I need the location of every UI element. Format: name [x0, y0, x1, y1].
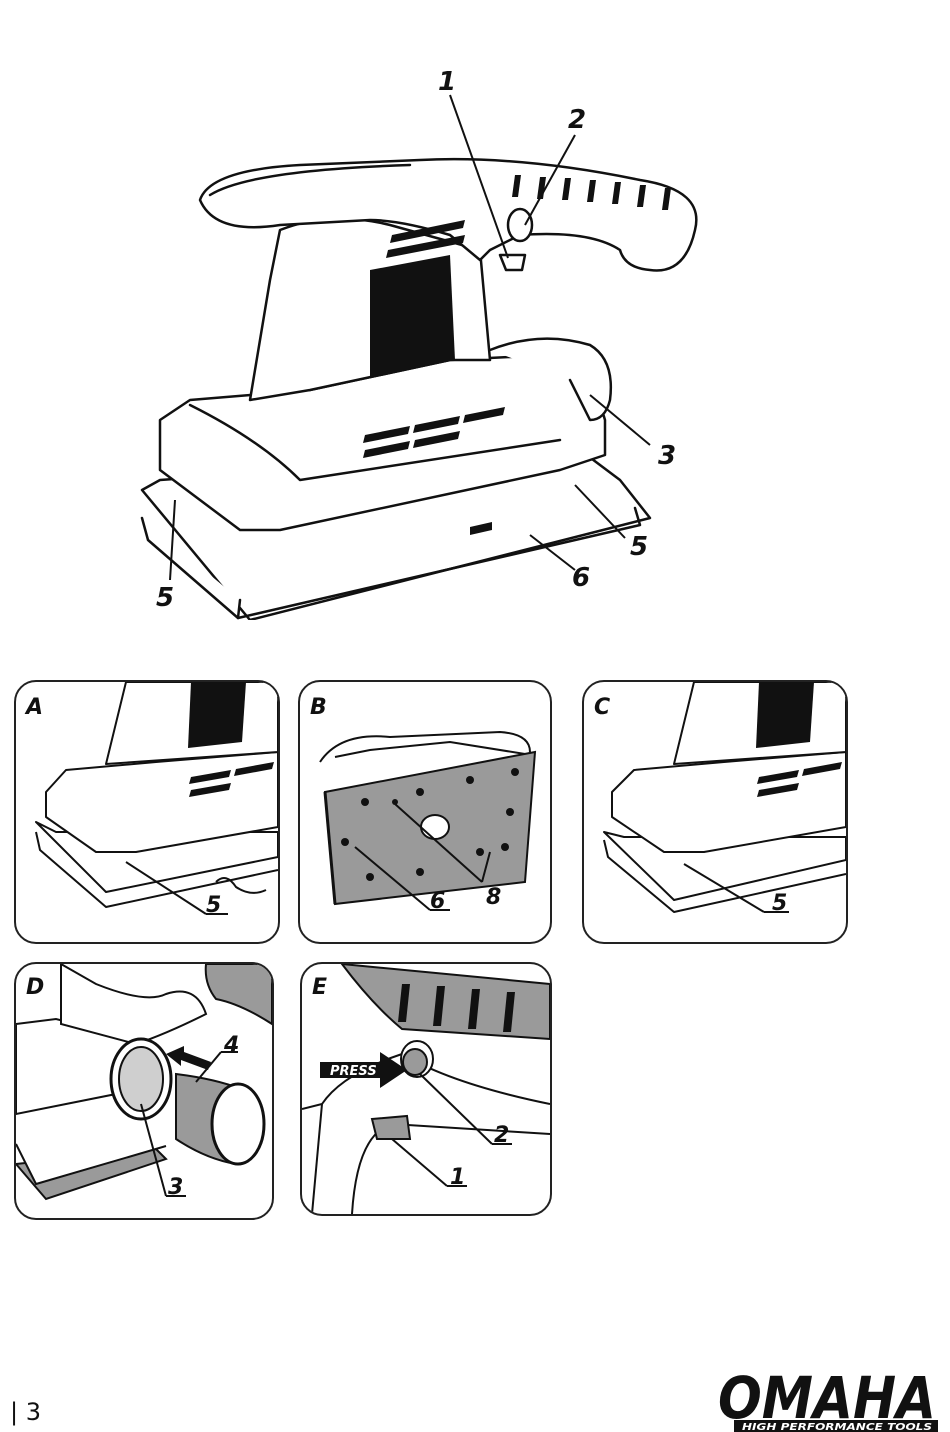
- panel-letter-e: E: [312, 975, 327, 1000]
- panel-letter-a: A: [24, 695, 43, 720]
- callout-clamp-front: 5: [630, 532, 648, 562]
- callout-lock-button: 2: [568, 105, 586, 135]
- panel-a: A 5: [14, 680, 280, 944]
- panel-c: C 5: [582, 680, 848, 944]
- callout-switch: 1: [438, 67, 456, 97]
- press-label: PRESS: [330, 1064, 377, 1079]
- panel-b: B 6 8: [298, 680, 552, 944]
- panel-d-callout-4: 4: [223, 1033, 239, 1058]
- panel-c-callout-5: 5: [772, 891, 787, 916]
- callout-sanding-pad: 6: [572, 563, 590, 593]
- callout-clamp-rear: 5: [156, 583, 174, 613]
- panel-e-callout-2: 2: [494, 1123, 509, 1148]
- panel-b-callout-6: 6: [430, 889, 445, 914]
- panel-letter-c: C: [594, 695, 610, 720]
- panel-d: D 3 4: [14, 962, 274, 1220]
- panel-e: PRESS E 2 1: [300, 962, 552, 1216]
- panel-letter-d: D: [26, 975, 44, 1000]
- sander-main-illustration: 1 2 3 5 5 6: [120, 60, 710, 620]
- panel-letter-b: B: [310, 695, 327, 720]
- panel-a-callout-5: 5: [206, 893, 221, 918]
- page-number: | 3: [10, 1398, 41, 1426]
- panel-b-callout-8: 8: [486, 885, 501, 910]
- panel-e-callout-1: 1: [450, 1165, 465, 1190]
- panel-d-callout-3: 3: [168, 1175, 183, 1200]
- omaha-logo: OMAHA HIGH PERFORMANCE TOOLS: [714, 1366, 940, 1432]
- callout-dust-port: 3: [658, 441, 676, 471]
- brand-tagline: HIGH PERFORMANCE TOOLS: [742, 1422, 932, 1432]
